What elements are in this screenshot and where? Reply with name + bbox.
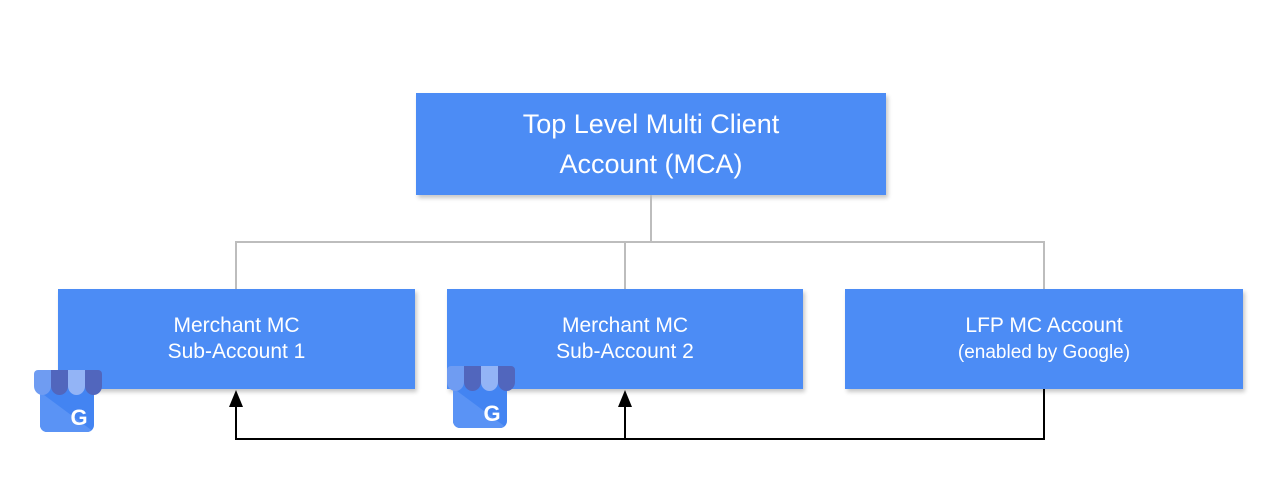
node-merchant-sub-account-1: Merchant MC Sub-Account 1 bbox=[58, 289, 415, 389]
node-lfp-line2: (enabled by Google) bbox=[957, 341, 1131, 363]
connector-drop-lfp bbox=[1043, 241, 1045, 289]
node-lfp-mc-account: LFP MC Account (enabled by Google) bbox=[845, 289, 1243, 389]
node-top-level-mca-line1: Top Level Multi Client bbox=[522, 109, 780, 139]
node-sub1-line2: Sub-Account 1 bbox=[167, 340, 306, 363]
flow-line-horizontal bbox=[235, 438, 1045, 440]
node-top-level-mca-line2: Account (MCA) bbox=[559, 149, 743, 179]
connector-mca-vertical bbox=[650, 195, 652, 242]
node-lfp-line1: LFP MC Account bbox=[965, 313, 1123, 337]
business-profile-storefront-icon: G bbox=[447, 366, 515, 428]
business-profile-storefront-icon: G bbox=[34, 370, 102, 432]
node-sub1-line1: Merchant MC bbox=[173, 314, 300, 337]
awning-icon bbox=[34, 370, 102, 395]
awning-icon bbox=[447, 366, 515, 391]
google-g-letter: G bbox=[70, 405, 87, 430]
connector-drop-sub2 bbox=[624, 241, 626, 289]
flow-line-to-sub2 bbox=[624, 407, 626, 438]
connector-horizontal-bus bbox=[235, 241, 1045, 243]
arrowhead-to-sub2-icon bbox=[618, 390, 632, 407]
node-sub2-line1: Merchant MC bbox=[561, 314, 689, 337]
flow-line-from-lfp bbox=[1043, 389, 1045, 440]
node-top-level-mca: Top Level Multi Client Account (MCA) bbox=[416, 93, 886, 195]
node-sub2-line2: Sub-Account 2 bbox=[556, 340, 694, 363]
arrowhead-to-sub1-icon bbox=[229, 390, 243, 407]
connector-drop-sub1 bbox=[235, 241, 237, 289]
google-g-letter: G bbox=[483, 401, 500, 426]
flow-line-to-sub1 bbox=[235, 407, 237, 438]
